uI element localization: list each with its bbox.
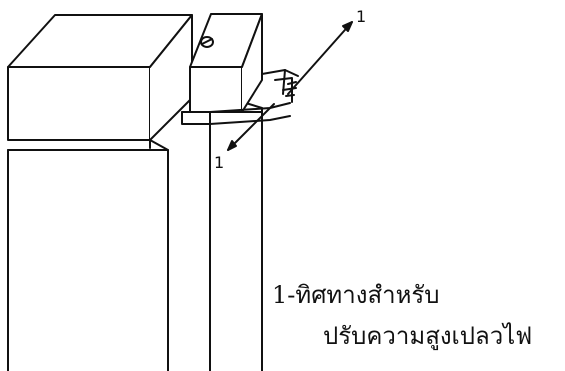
left-cap-block [7,14,193,149]
right-block [189,13,263,113]
caption-line-2: ปรับความสูงเปลวไฟ [323,322,533,350]
direction-arrow-down [227,103,275,151]
screw-hole-icon [200,36,214,48]
callout-label-bottom: 1 [214,153,224,172]
slotted-strip [181,69,299,125]
left-post [7,139,169,371]
callout-label-top: 1 [356,7,366,26]
direction-arrow-up [287,21,353,95]
caption-line-1: 1-ทิศทางสำหรับ [272,281,440,309]
